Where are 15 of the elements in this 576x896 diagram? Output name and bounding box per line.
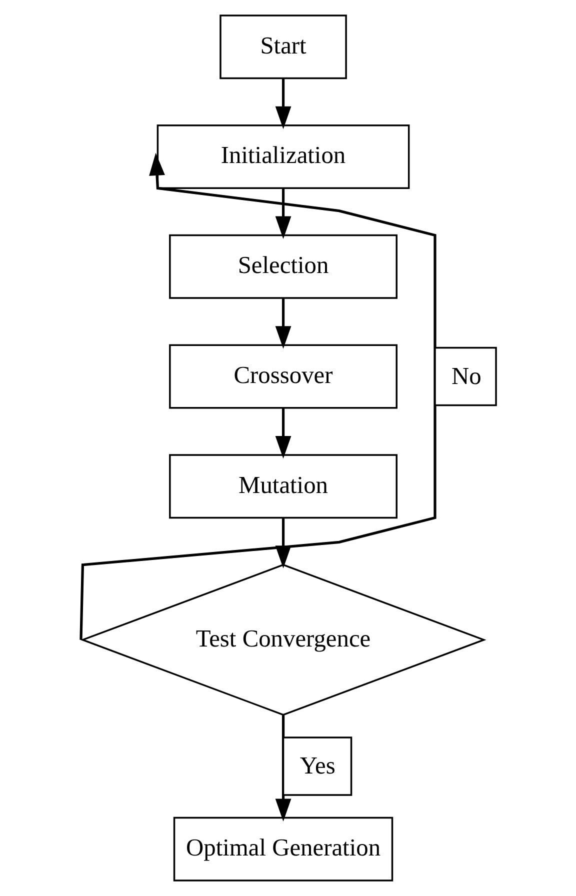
arrow (274, 188, 291, 239)
node-box: Selection (168, 234, 397, 299)
node-box: Initialization (156, 124, 410, 190)
arrow (274, 298, 291, 349)
node-box: Crossover (168, 344, 397, 409)
arrow (79, 152, 436, 640)
edge-label: Yes (299, 752, 335, 780)
arrow (274, 408, 291, 459)
node-box: Start (219, 14, 346, 80)
arrow (274, 715, 291, 822)
edge-label: No (451, 362, 481, 390)
arrow (274, 78, 291, 130)
node-box: Mutation (168, 454, 397, 519)
node-diamond: Test Convergence (80, 564, 486, 716)
node-box: Optimal Generation (172, 816, 393, 882)
